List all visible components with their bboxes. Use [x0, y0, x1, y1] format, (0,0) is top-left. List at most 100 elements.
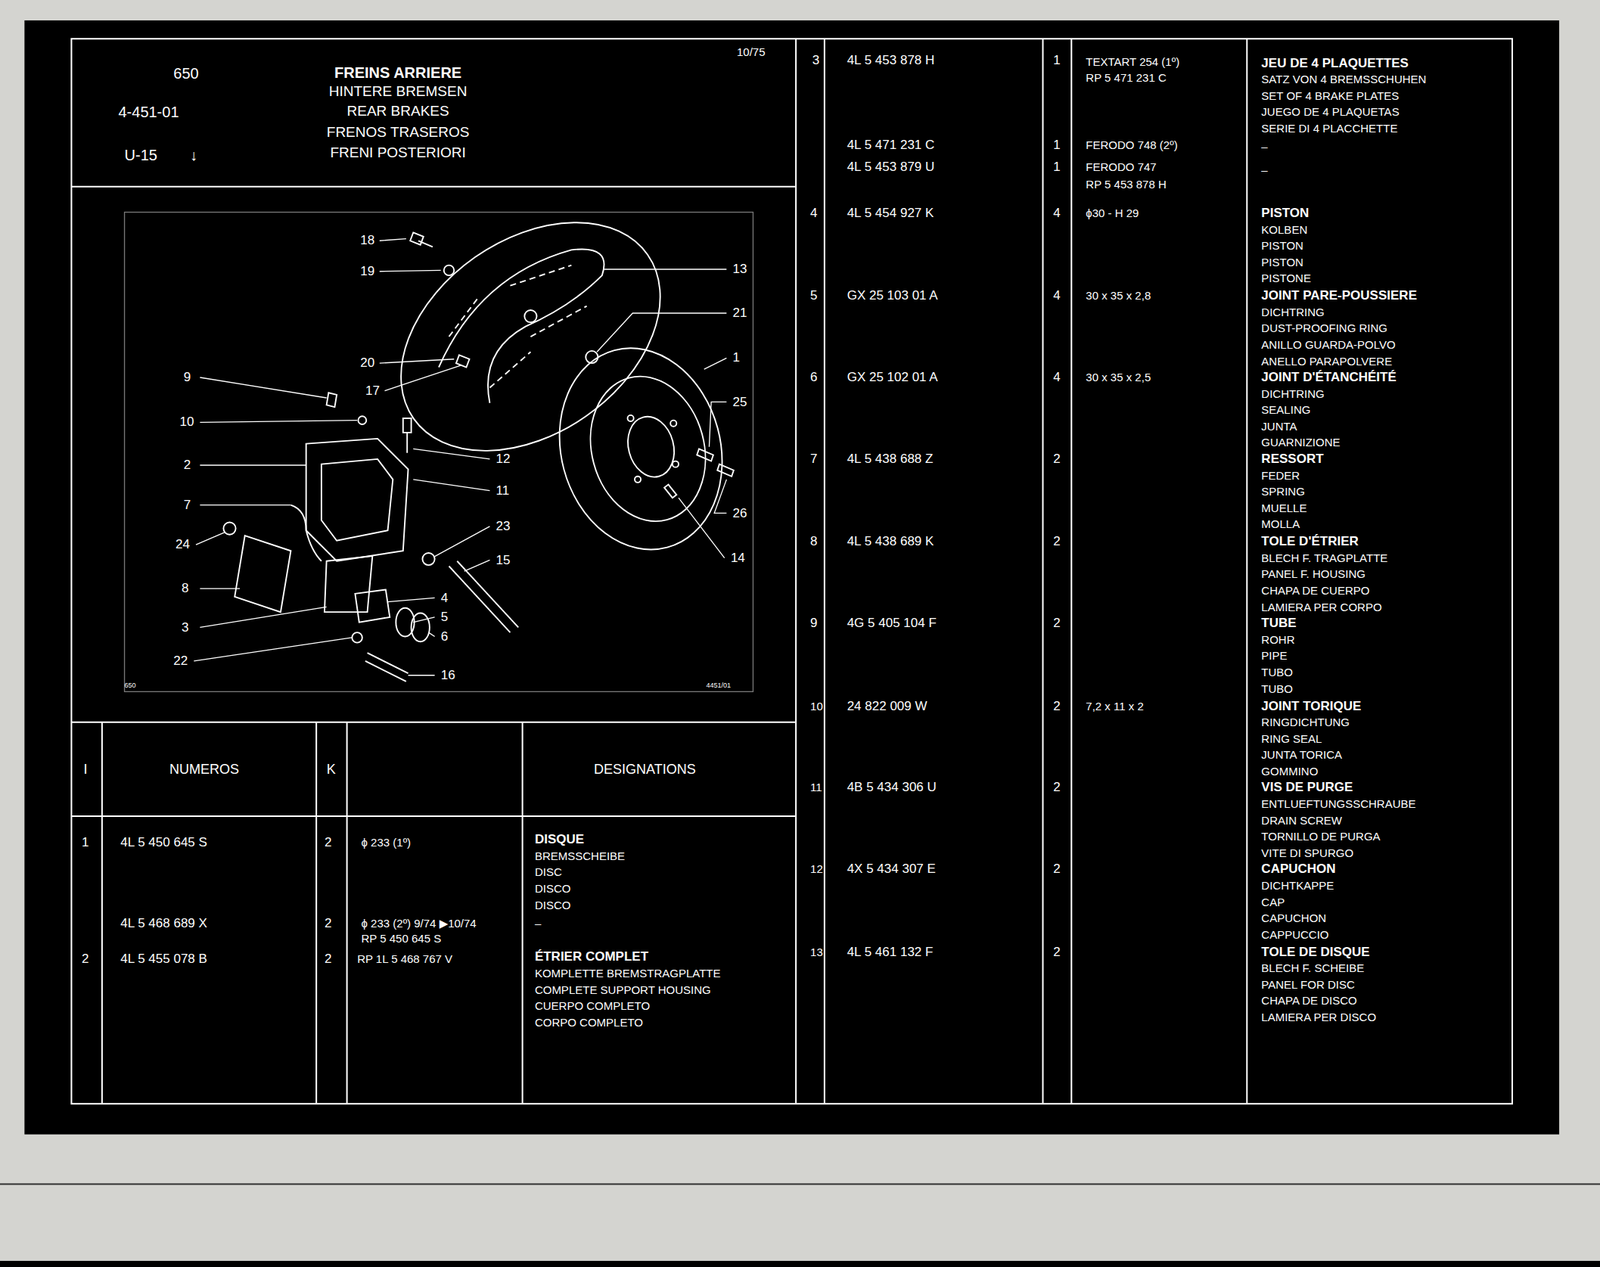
callout-number: 14 [730, 551, 746, 566]
table-cell: I [83, 763, 88, 779]
table-cell: GX 25 103 01 A [847, 288, 939, 304]
table-cell: VITE DI SPURGO [1261, 847, 1354, 861]
table-cell: ANILLO GUARDA-POLVO [1261, 338, 1395, 352]
table-cell: ϕ30 - H 29 [1085, 207, 1139, 221]
callout-number: 16 [441, 668, 456, 684]
table-cell: CAPUCHON [1261, 912, 1327, 926]
table-cell: 7,2 x 11 x 2 [1085, 699, 1144, 713]
callout-number: 25 [733, 394, 748, 410]
table-cell: KOLBEN [1261, 223, 1308, 237]
table-cell: SEALING [1261, 403, 1311, 417]
callout-number: 4 [441, 590, 448, 606]
table-cell: SPRING [1261, 485, 1305, 499]
table-cell: FERODO 747 [1085, 161, 1156, 174]
table-cell: 4 [1053, 288, 1060, 304]
designation-heading: JOINT PARE-POUSSIERE [1261, 288, 1417, 304]
designation-heading: JOINT TORIQUE [1261, 699, 1361, 714]
table-cell: FRENI POSTERIORI [329, 145, 466, 162]
callout-number: 12 [496, 452, 511, 467]
table-cell: 1 [1053, 52, 1060, 68]
table-cell: SATZ VON 4 BREMSSCHUHEN [1261, 73, 1427, 87]
table-cell: PIPE [1261, 649, 1287, 663]
designation-heading: DISQUE [534, 832, 585, 848]
table-cell: RING SEAL [1261, 732, 1322, 746]
table-cell: ENTLUEFTUNGSSCHRAUBE [1261, 798, 1416, 811]
table-cell: DICHTKAPPE [1261, 879, 1334, 893]
table-cell: BLECH F. SCHEIBE [1261, 962, 1364, 976]
table-cell: 4 [1053, 370, 1060, 386]
table-cell: 4X 5 434 307 E [847, 862, 936, 877]
callout-number: 1 [733, 351, 740, 366]
table-cell: DISCO [534, 898, 572, 912]
table-cell: CHAPA DE CUERPO [1261, 584, 1370, 598]
table-cell: GUARNIZIONE [1261, 436, 1340, 450]
table-cell: SET OF 4 BRAKE PLATES [1261, 90, 1399, 103]
table-cell: TUBO [1261, 682, 1293, 696]
callout-number: 3 [181, 620, 189, 635]
table-cell: 4L 5 438 689 K [847, 534, 935, 550]
callout-number: 19 [360, 264, 375, 279]
table-cell: MOLLA [1261, 518, 1300, 532]
table-cell: 12 [810, 863, 824, 877]
table-cell: SERIE DI 4 PLACCHETTE [1261, 122, 1398, 136]
table-cell: TEXTART 254 (1º) [1085, 55, 1180, 69]
table-cell: DICHTRING [1261, 387, 1324, 401]
table-cell: 2 [324, 952, 332, 967]
table-cell: 10/75 [736, 46, 766, 60]
table-cell: 1 [1053, 160, 1060, 175]
table-cell: 2 [1053, 452, 1060, 467]
table-cell: 4L 5 468 689 X [120, 916, 208, 932]
designation-heading: ÉTRIER COMPLET [534, 950, 649, 965]
designation-heading: VIS DE PURGE [1261, 780, 1353, 796]
table-cell: TORNILLO DE PURGA [1261, 830, 1380, 844]
table-cell: – [1261, 140, 1268, 154]
table-cell: 8 [810, 534, 818, 550]
table-cell: 4L 5 438 688 Z [847, 452, 934, 467]
table-cell: DICHTRING [1261, 306, 1324, 320]
table-cell: 4L 5 453 879 U [847, 160, 936, 175]
callout-number: 8 [181, 581, 189, 597]
table-cell: CORPO COMPLETO [534, 1015, 644, 1029]
table-cell: GX 25 102 01 A [847, 370, 939, 386]
table-cell: 13 [810, 945, 824, 959]
table-cell: DESIGNATIONS [593, 763, 696, 779]
table-frame [71, 38, 1513, 1104]
callout-number: 21 [733, 306, 748, 321]
table-cell: TUBO [1261, 666, 1293, 680]
table-cell: 2 [324, 916, 332, 932]
callout-number: 23 [496, 519, 511, 535]
table-cell: 1 [81, 835, 89, 851]
table-cell: 4L 5 454 927 K [847, 206, 935, 221]
table-cell: 2 [1053, 780, 1060, 796]
table-cell: BREMSSCHEIBE [534, 850, 625, 864]
table-cell: DRAIN SCREW [1261, 813, 1343, 827]
table-cell: 4451/01 [706, 682, 732, 690]
table-cell: CAP [1261, 895, 1285, 909]
table-cell: 11 [810, 781, 823, 795]
table-cell: LAMIERA PER DISCO [1261, 1011, 1377, 1025]
table-cell: PISTONE [1261, 272, 1312, 286]
table-cell: 6 [810, 370, 818, 386]
table-cell: RP 5 471 231 C [1085, 71, 1166, 84]
table-cell: ANELLO PARAPOLVERE [1261, 354, 1392, 368]
table-cell: 2 [1053, 616, 1060, 631]
table-cell: KOMPLETTE BREMSTRAGPLATTE [534, 967, 721, 981]
callout-number: 5 [441, 610, 448, 625]
table-cell: 2 [324, 835, 332, 851]
table-cell: 30 x 35 x 2,8 [1085, 289, 1151, 303]
callout-number: 10 [179, 415, 194, 430]
table-cell: 2 [1053, 862, 1060, 877]
table-cell: FEDER [1261, 469, 1300, 482]
callout-number: 7 [183, 497, 191, 513]
table-cell: CHAPA DE DISCO [1261, 994, 1357, 1008]
table-cell: 3 [812, 52, 820, 68]
table-cell: 5 [810, 288, 818, 304]
callout-number: 20 [360, 356, 375, 371]
designation-heading: JEU DE 4 PLAQUETTES [1261, 55, 1409, 71]
table-cell: FRENOS TRASEROS [326, 124, 470, 141]
table-cell: FERODO 748 (2º) [1085, 138, 1178, 152]
table-cell: 10 [810, 699, 824, 713]
designation-heading: TOLE DE DISQUE [1261, 944, 1370, 960]
table-cell: 4L 5 471 231 C [847, 137, 936, 153]
